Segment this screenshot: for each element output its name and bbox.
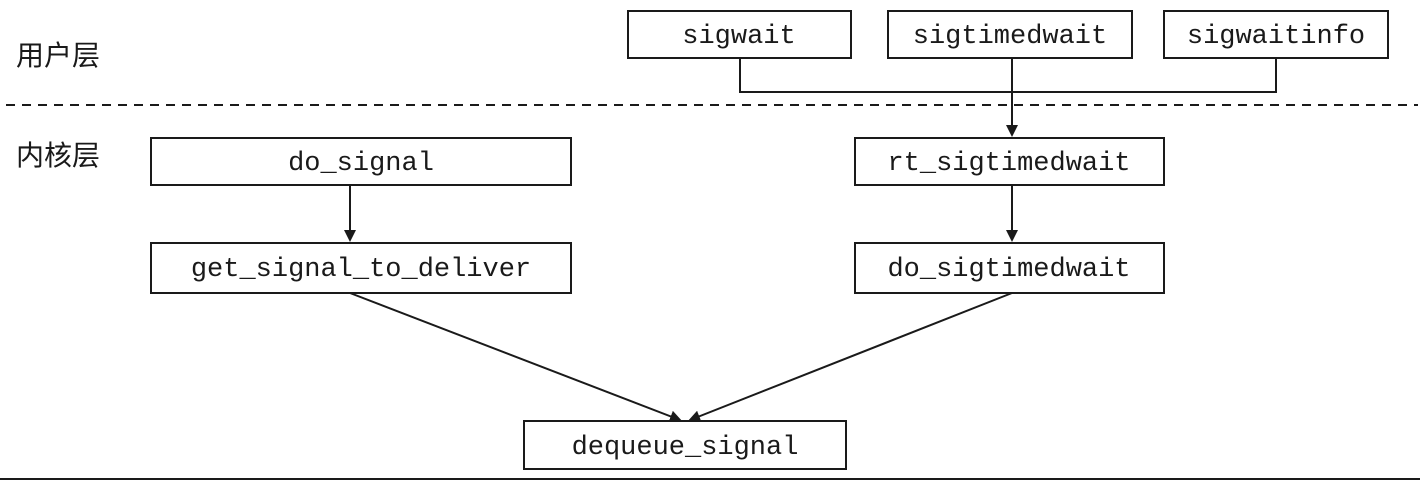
user-layer-label: 用户层 [16, 39, 100, 72]
node-do-sigtimedwait-label: do_sigtimedwait [887, 255, 1130, 285]
user-calls-merge-connector [739, 58, 1277, 93]
node-rt-sigtimedwait-label: rt_sigtimedwait [887, 149, 1130, 179]
node-sigwait: sigwait [627, 10, 852, 59]
node-sigwaitinfo: sigwaitinfo [1163, 10, 1389, 59]
node-do-signal-label: do_signal [288, 149, 434, 179]
node-do-sigtimedwait: do_sigtimedwait [854, 242, 1165, 294]
kernel-layer-label: 内核层 [16, 139, 100, 172]
node-dequeue-signal-label: dequeue_signal [572, 433, 799, 463]
node-sigtimedwait-label: sigtimedwait [913, 22, 1107, 52]
node-do-signal: do_signal [150, 137, 572, 186]
node-dequeue-signal: dequeue_signal [523, 420, 847, 470]
node-sigtimedwait: sigtimedwait [887, 10, 1133, 59]
node-rt-sigtimedwait: rt_sigtimedwait [854, 137, 1165, 186]
arrow-do-sigtimedwait-to-dequeue [688, 292, 1013, 422]
arrow-get-signal-to-dequeue [349, 292, 682, 423]
node-get-signal-to-deliver-label: get_signal_to_deliver [191, 255, 531, 285]
node-get-signal-to-deliver: get_signal_to_deliver [150, 242, 572, 294]
node-sigwait-label: sigwait [682, 22, 795, 52]
node-sigwaitinfo-label: sigwaitinfo [1187, 22, 1365, 52]
